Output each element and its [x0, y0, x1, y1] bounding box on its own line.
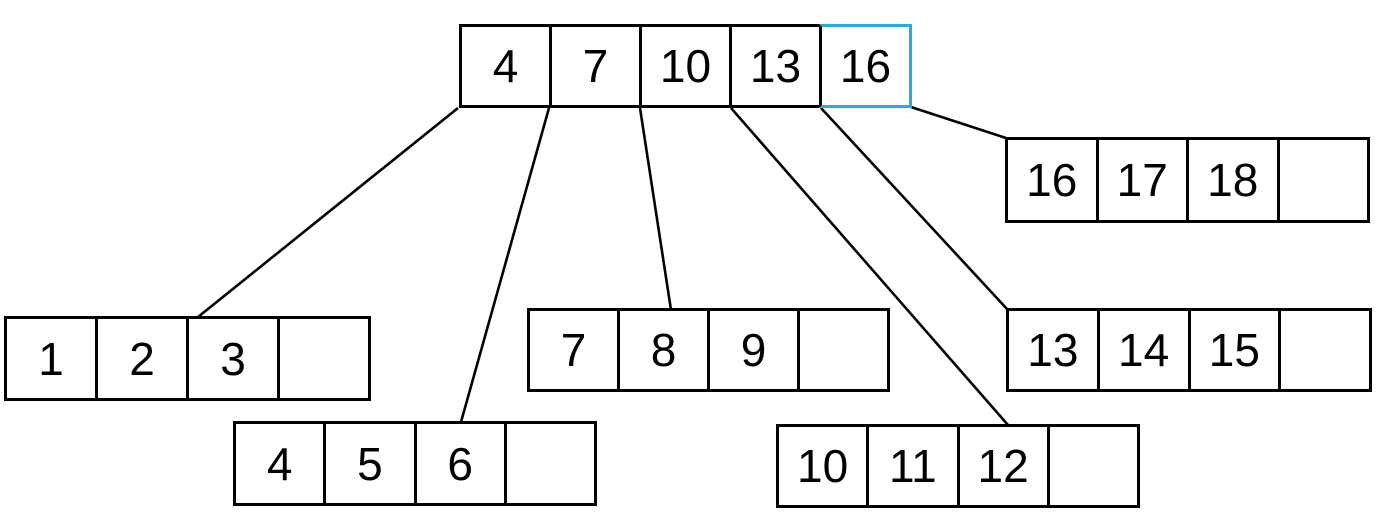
btree-cell: 10 — [639, 24, 732, 108]
btree-cell: 6 — [413, 421, 507, 506]
btree-cell: 15 — [1187, 308, 1282, 392]
btree-node-leaf-1-2-3: 1 2 3 — [4, 316, 371, 401]
btree-cell: 14 — [1096, 308, 1191, 392]
btree-node-leaf-16-17-18: 16 17 18 — [1005, 137, 1370, 223]
btree-cell: 17 — [1095, 137, 1189, 223]
btree-cell-empty — [503, 421, 597, 506]
btree-node-root: 4 7 10 13 16 — [459, 24, 912, 108]
btree-cell-empty — [277, 316, 371, 401]
btree-node-leaf-10-11-12: 10 11 12 — [776, 424, 1140, 508]
btree-node-leaf-7-8-9: 7 8 9 — [527, 308, 890, 392]
edge-root-to-leaf-7-8-9 — [638, 107, 673, 311]
btree-cell: 5 — [323, 421, 417, 506]
btree-cell: 4 — [233, 421, 327, 506]
edge-root-to-leaf-1-2-3 — [197, 106, 459, 319]
btree-cell: 11 — [866, 424, 960, 508]
btree-cell-highlighted: 16 — [819, 24, 912, 108]
btree-node-leaf-13-14-15: 13 14 15 — [1006, 308, 1372, 392]
btree-cell-empty — [797, 308, 890, 392]
btree-cell: 16 — [1005, 137, 1099, 223]
btree-cell: 4 — [459, 24, 552, 108]
btree-cell: 3 — [186, 316, 280, 401]
btree-cell: 12 — [956, 424, 1050, 508]
btree-cell: 9 — [707, 308, 800, 392]
btree-cell: 10 — [776, 424, 870, 508]
edge-root-to-leaf-10-11-12 — [730, 107, 1009, 426]
edge-root-to-leaf-16-17-18 — [910, 105, 1007, 140]
btree-cell: 18 — [1186, 137, 1280, 223]
btree-node-leaf-4-5-6: 4 5 6 — [233, 421, 597, 506]
btree-cell-empty — [1276, 137, 1370, 223]
btree-cell: 13 — [1006, 308, 1100, 392]
btree-cell: 1 — [4, 316, 98, 401]
btree-cell: 7 — [549, 24, 642, 108]
btree-cell: 13 — [729, 24, 822, 108]
btree-cell-empty — [1046, 424, 1140, 508]
btree-cell: 7 — [527, 308, 620, 392]
btree-cell: 2 — [95, 316, 189, 401]
edge-root-to-leaf-4-5-6 — [459, 107, 551, 423]
edge-root-to-leaf-13-14-15 — [820, 107, 1008, 310]
btree-cell: 8 — [617, 308, 710, 392]
btree-cell-empty — [1278, 308, 1372, 392]
